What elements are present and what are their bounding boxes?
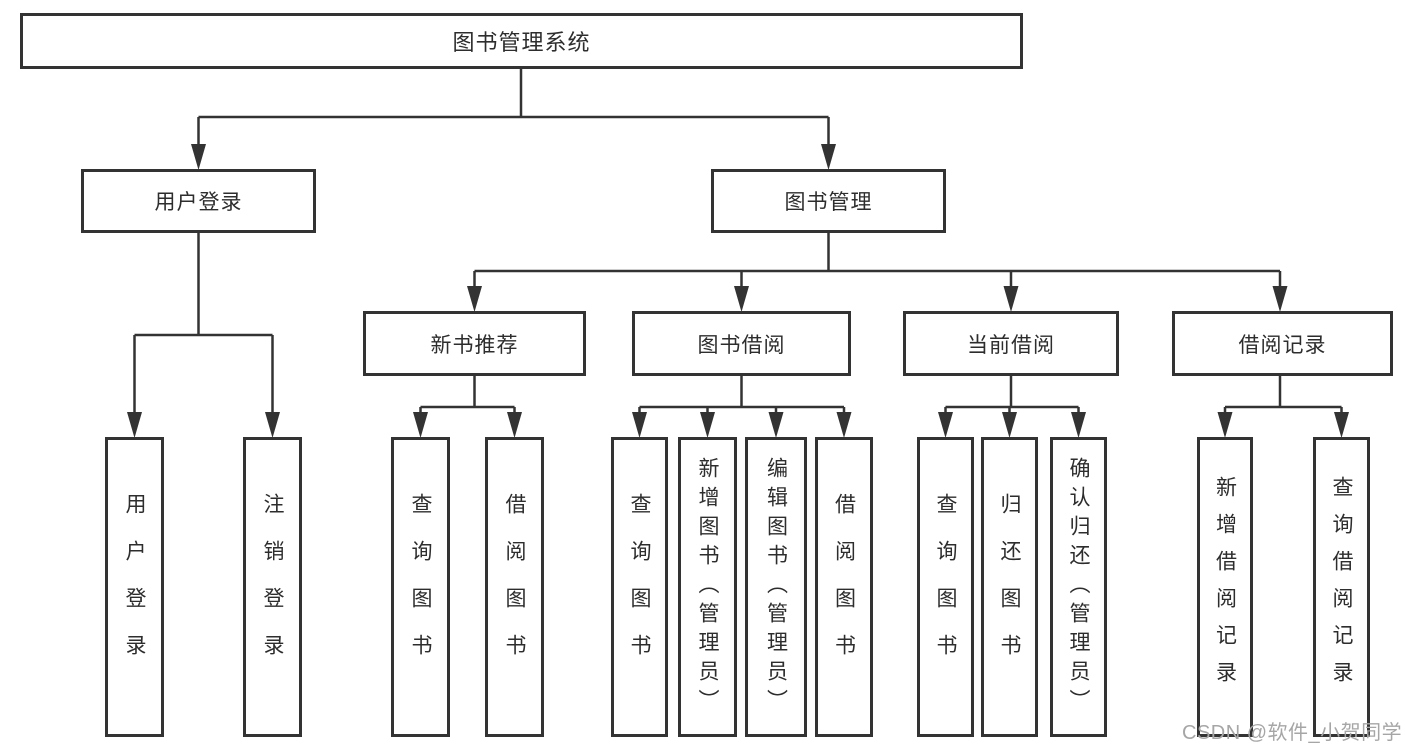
leaf-label: 查询图书 (409, 493, 432, 681)
node-label: 新书推荐 (430, 333, 519, 357)
leaf-label: 新增借阅记录 (1213, 476, 1237, 698)
leaf-label: 用户登录 (123, 493, 146, 681)
node-library-management-system: 图书管理系统 (20, 13, 1023, 69)
leaf-label: 编辑图书（管理员） (764, 456, 788, 718)
connector-lines (133, 69, 1343, 414)
node-current-borrowing: 当前借阅 (903, 311, 1119, 376)
node-user-login: 用户登录 (81, 169, 316, 233)
node-label: 借阅记录 (1238, 333, 1327, 357)
arrow-down-icon (938, 412, 953, 438)
arrow-down-icon (836, 412, 852, 438)
arrow-down-icon (1071, 412, 1086, 438)
arrow-down-icon (127, 412, 142, 438)
node-borrowing-records: 借阅记录 (1172, 311, 1393, 376)
leaf-label: 确认归还（管理员） (1067, 456, 1090, 718)
leaf-query-books-current: 查询图书 (917, 437, 974, 737)
arrow-down-icon (821, 144, 836, 170)
leaf-confirm-return-admin: 确认归还（管理员） (1050, 437, 1107, 737)
leaf-label: 查询图书 (934, 493, 957, 681)
csdn-watermark: CSDN @软件_小贺同学 (1182, 722, 1403, 744)
leaf-label: 注销登录 (261, 493, 284, 681)
arrow-down-icon (507, 412, 522, 438)
arrow-down-icon (413, 412, 428, 438)
node-label: 图书借阅 (697, 333, 786, 357)
leaf-label: 归还图书 (998, 493, 1021, 681)
node-new-book-recommendation: 新书推荐 (363, 311, 586, 376)
leaf-return-books: 归还图书 (981, 437, 1038, 737)
leaf-logout-login: 注销登录 (243, 437, 302, 737)
arrow-down-icon (734, 286, 749, 312)
arrow-down-icon (1217, 412, 1233, 438)
arrow-down-icon (1003, 286, 1019, 312)
leaf-label: 查询借阅记录 (1330, 476, 1353, 698)
leaf-borrow-books: 借阅图书 (815, 437, 873, 737)
arrow-down-icon (1272, 286, 1288, 312)
node-label: 图书管理 (784, 191, 873, 214)
arrow-down-icon (768, 412, 784, 438)
leaf-add-books-admin: 新增图书（管理员） (678, 437, 737, 737)
node-label: 用户登录 (154, 191, 243, 214)
leaf-label: 借阅图书 (503, 493, 526, 681)
leaf-query-borrow-record: 查询借阅记录 (1313, 437, 1370, 737)
arrow-down-icon (1334, 412, 1349, 438)
arrow-down-icon (632, 412, 647, 438)
node-label: 图书管理系统 (452, 30, 591, 55)
leaf-label: 新增图书（管理员） (696, 456, 719, 718)
leaf-edit-books-admin: 编辑图书（管理员） (745, 437, 807, 737)
leaf-add-borrow-record: 新增借阅记录 (1197, 437, 1253, 737)
arrow-down-icon (467, 286, 482, 312)
leaf-query-books-recommend: 查询图书 (391, 437, 450, 737)
arrow-down-icon (700, 412, 715, 438)
leaf-label: 查询图书 (628, 493, 651, 681)
arrow-down-icon (1002, 412, 1017, 438)
leaf-borrow-books-recommend: 借阅图书 (485, 437, 544, 737)
node-label: 当前借阅 (967, 333, 1055, 357)
arrow-down-icon (191, 144, 206, 170)
leaf-user-login: 用户登录 (105, 437, 164, 737)
leaf-query-books-borrow: 查询图书 (611, 437, 668, 737)
node-book-borrowing: 图书借阅 (632, 311, 851, 376)
arrow-down-icon (265, 412, 280, 438)
node-book-management: 图书管理 (711, 169, 946, 233)
leaf-label: 借阅图书 (832, 493, 856, 681)
